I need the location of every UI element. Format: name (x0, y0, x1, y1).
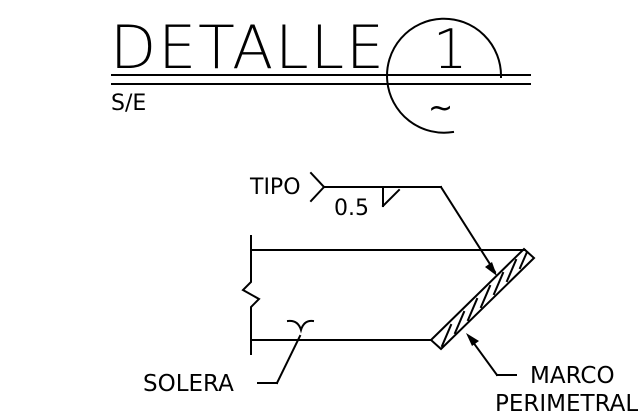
weld-arrowhead (485, 262, 497, 276)
detail-title: DETALLE (110, 13, 386, 83)
marco-perimetral-frame (429, 247, 536, 351)
weld-arrow-leader (439, 185, 497, 274)
scale-label: S/E (111, 91, 146, 116)
sheet-reference: ~ (428, 91, 453, 126)
hatch-2 (453, 310, 466, 335)
solera-leader (275, 334, 302, 385)
solera-leader-tick (286, 319, 315, 334)
hatch-4 (479, 284, 492, 309)
hatch-6 (505, 258, 518, 283)
solera-callout: SOLERA (143, 319, 315, 397)
marco-label-line2: PERIMETRAL (495, 391, 638, 415)
detail-bubble (386, 17, 503, 134)
solera-label: SOLERA (143, 371, 234, 397)
detail-number: 1 (433, 18, 467, 81)
weld-tail-upper (309, 171, 326, 189)
hatch-3 (466, 297, 479, 322)
frame-section (429, 247, 536, 351)
hatch-1 (440, 323, 453, 348)
marco-label-line1: MARCO (530, 363, 615, 389)
marco-arrowhead (466, 333, 479, 346)
marco-callout: MARCO PERIMETRAL (466, 333, 638, 417)
solera-member (241, 235, 526, 355)
weld-size: 0.5 (334, 196, 369, 221)
weld-type-label: TIPO (249, 175, 301, 200)
hatch-7 (518, 250, 529, 270)
hatch-5 (492, 271, 505, 296)
weld-tail-lower (309, 185, 326, 203)
detail-header: DETALLE 1 ~ S/E (110, 13, 531, 134)
weld-symbol: TIPO 0.5 (249, 171, 497, 276)
fillet-symbol-face (381, 188, 401, 208)
break-line (241, 235, 261, 355)
